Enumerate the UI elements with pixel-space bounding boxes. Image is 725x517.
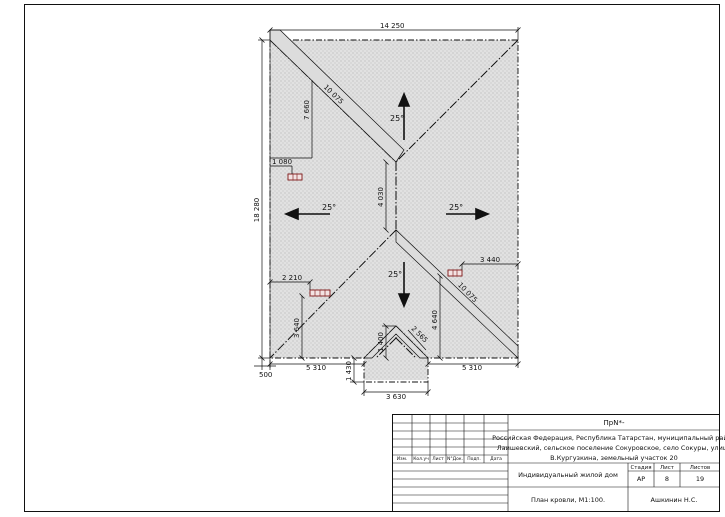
dim-left-vertical: 3 640 — [293, 318, 301, 338]
slope-arrow-bottom-icon — [397, 293, 411, 309]
dim-ridge-mid: 4 030 — [377, 187, 385, 207]
drawing-title: План кровли, М1:100. — [531, 496, 605, 504]
object-name: Индивидуальный жилой дом — [518, 471, 618, 479]
slope-bottom-label: 25° — [388, 270, 402, 279]
stage-value: АР — [637, 475, 645, 483]
dim-ridge-top-left: 7 660 — [303, 100, 311, 120]
roof-plan: 25° 25° 25° 25° — [269, 29, 519, 383]
header-count: Кол.уч — [413, 456, 429, 462]
header-date: Дата — [490, 456, 502, 462]
sheets-label: Листов — [690, 465, 711, 471]
sheet-label: Лист — [660, 465, 675, 471]
sheets-total: 19 — [696, 475, 704, 483]
slope-arrow-left-icon — [283, 207, 299, 221]
dim-right-vertical: 4 640 — [431, 310, 439, 330]
dim-eave-left-short: 1 080 — [272, 158, 292, 166]
header-sign: Подп. — [467, 456, 481, 462]
dim-bottom-right: 5 310 — [462, 364, 482, 372]
dim-bottom-left: 5 310 — [306, 364, 326, 372]
porch-surface — [364, 326, 428, 380]
slope-arrow-top-icon — [397, 91, 411, 107]
title-block: ПрN*- Российская Федерация, Республика Т… — [392, 414, 725, 512]
dim-right-bay: 3 440 — [480, 256, 500, 264]
stage-label: Стадия — [630, 465, 651, 471]
sheet-frame — [24, 4, 720, 512]
address-line-1: Российская Федерация, Республика Татарст… — [492, 434, 725, 442]
slope-left-label: 25° — [322, 203, 336, 212]
dim-porch-width: 3 630 — [386, 393, 406, 401]
vent-right — [447, 269, 463, 277]
header-doc: N°Док. — [447, 456, 463, 462]
address-line-3: В.Кургузкина, земельный участок 20 — [550, 454, 678, 462]
header-sheet: Лист — [432, 456, 444, 462]
dim-left-offset: 500 — [259, 371, 272, 379]
slope-arrow-right-icon — [475, 207, 491, 221]
author-name: Ашкинин Н.С. — [651, 496, 698, 504]
slope-top-label: 25° — [390, 114, 404, 123]
dim-overall-height: 18 280 — [253, 198, 261, 223]
vent-bottom-left — [309, 289, 331, 297]
dim-overall-width: 14 250 — [380, 22, 405, 30]
project-code: ПрN*- — [604, 419, 625, 427]
dim-left-bay: 2 210 — [282, 274, 302, 282]
address-line-2: Лаишевский, сельское поселение Сокуровск… — [497, 444, 725, 452]
slope-right-label: 25° — [449, 203, 463, 212]
header-change: Изм. — [397, 456, 408, 462]
vent-top-left — [287, 173, 303, 181]
dimension-lines — [254, 27, 521, 396]
sheet-number: 8 — [665, 475, 669, 483]
dim-porch-offset: 1 430 — [345, 361, 353, 381]
slope-arrows — [283, 91, 491, 309]
dim-porch-height: 1 400 — [377, 332, 385, 352]
roof-surface — [270, 40, 518, 358]
